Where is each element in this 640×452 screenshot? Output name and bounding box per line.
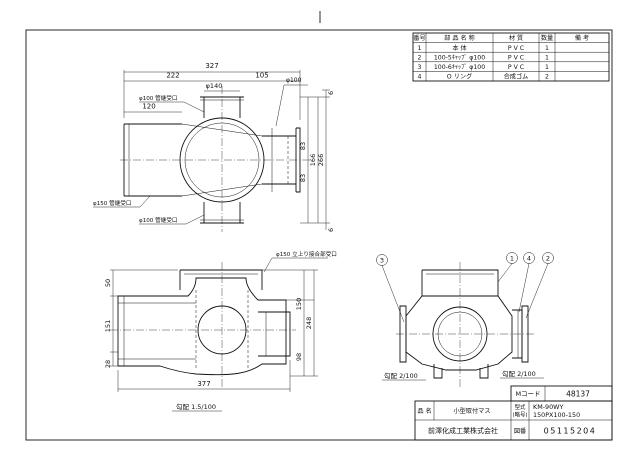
dim-top-50: 50: [104, 279, 112, 287]
table-cell: P V C: [508, 64, 524, 71]
front-view: φ150 立上り接合部受口 50 151 28 150 98 248 377 勾…: [104, 250, 337, 412]
dim-half-upper: 83: [299, 142, 307, 150]
dim-half-lower: 83: [299, 174, 307, 182]
table-cell: 100-5ｷｬｯﾌﾟ φ100: [434, 54, 485, 61]
balloon-1: 1: [510, 255, 514, 263]
drawing-border: [25, 29, 613, 441]
table-cell: 1: [545, 45, 549, 52]
model-label: 型式: [515, 403, 526, 411]
model-value-2: 150PX100-150: [533, 411, 580, 419]
table-header-remarks: 備 考: [575, 34, 589, 42]
table-cell: O リング: [447, 73, 472, 81]
table-cell: 1: [418, 45, 422, 52]
dim-overall-width: 327: [205, 62, 218, 70]
table-cell: 合成ゴム: [504, 73, 529, 81]
balloon-2: 2: [546, 255, 550, 263]
dim-total-248: 248: [305, 317, 313, 329]
dim-266: 266: [317, 154, 325, 166]
table-header-material: 材 質: [509, 34, 523, 42]
label-lower-port: φ100 管継受口: [139, 216, 178, 224]
dim-inlet-length: 120: [142, 103, 155, 111]
table-header-name: 部 品 名 称: [444, 34, 475, 42]
dim-166: 166: [309, 154, 317, 166]
side-view: 3 1 4 2 勾配 2/100 勾配 2/100: [376, 252, 554, 388]
dim-left-width: 222: [166, 72, 179, 80]
label-slope-right: 勾配 2/100: [502, 369, 536, 378]
label-slope-left: 勾配 2/100: [384, 371, 418, 380]
table-cell: 本 体: [452, 44, 467, 52]
m-code-label: Mコード: [515, 390, 540, 398]
dim-dia-140: φ140: [206, 82, 223, 90]
table-cell: 1: [545, 64, 549, 71]
label-left-inlet: φ150 管継受口: [93, 199, 132, 207]
model-label-2: (略号): [513, 411, 528, 419]
table-header-number: 番号: [413, 35, 425, 42]
table-cell: 2: [418, 54, 422, 61]
table-cell: 1: [545, 54, 549, 61]
dim-bottom-28: 28: [104, 360, 112, 368]
drawing-number-label: 図番: [514, 428, 526, 435]
parts-table: 番号 部 品 名 称 材 質 数量 備 考 1 本 体 P V C 1 2 10…: [412, 32, 610, 82]
label-slope: 勾配 1.5/100: [176, 402, 216, 411]
balloon-3: 3: [380, 257, 384, 265]
dim-right-width: 105: [255, 72, 268, 80]
dim-right-98: 98: [295, 353, 303, 361]
top-view: 327 222 105 φ140 120 φ100 管継受口 φ100 φ150…: [93, 62, 335, 232]
title-block: Mコード 48137 品 名 小型取付マス 型式 (略号) KM-90WY 15…: [414, 385, 613, 441]
dim-right-offset: 6: [327, 91, 335, 95]
dim-bottom-offset: 6: [327, 228, 335, 232]
name-value: 小型取付マス: [453, 407, 490, 415]
table-cell: 100-6ｷｬｯﾌﾟ φ100: [434, 64, 485, 71]
m-code-value: 48137: [566, 390, 590, 399]
dim-mid-151: 151: [104, 320, 112, 332]
table-cell: 4: [418, 74, 422, 81]
name-label: 品 名: [417, 407, 431, 415]
label-riser: φ150 立上り接合部受口: [276, 250, 337, 258]
dim-width-377: 377: [197, 380, 210, 388]
dim-right-150: 150: [295, 298, 303, 310]
label-dia-100: φ100: [286, 77, 302, 84]
model-value-1: KM-90WY: [533, 403, 563, 411]
balloon-4: 4: [527, 255, 531, 263]
table-header-qty: 数量: [541, 34, 553, 42]
drawing-number-value: 05115204: [544, 427, 597, 436]
label-upper-port: φ100 管継受口: [139, 94, 178, 102]
table-cell: P V C: [508, 54, 524, 61]
table-cell: 3: [418, 64, 422, 71]
company-name: 前澤化成工業株式会社: [428, 426, 498, 435]
table-cell: 2: [545, 74, 549, 81]
table-cell: P V C: [508, 45, 524, 52]
